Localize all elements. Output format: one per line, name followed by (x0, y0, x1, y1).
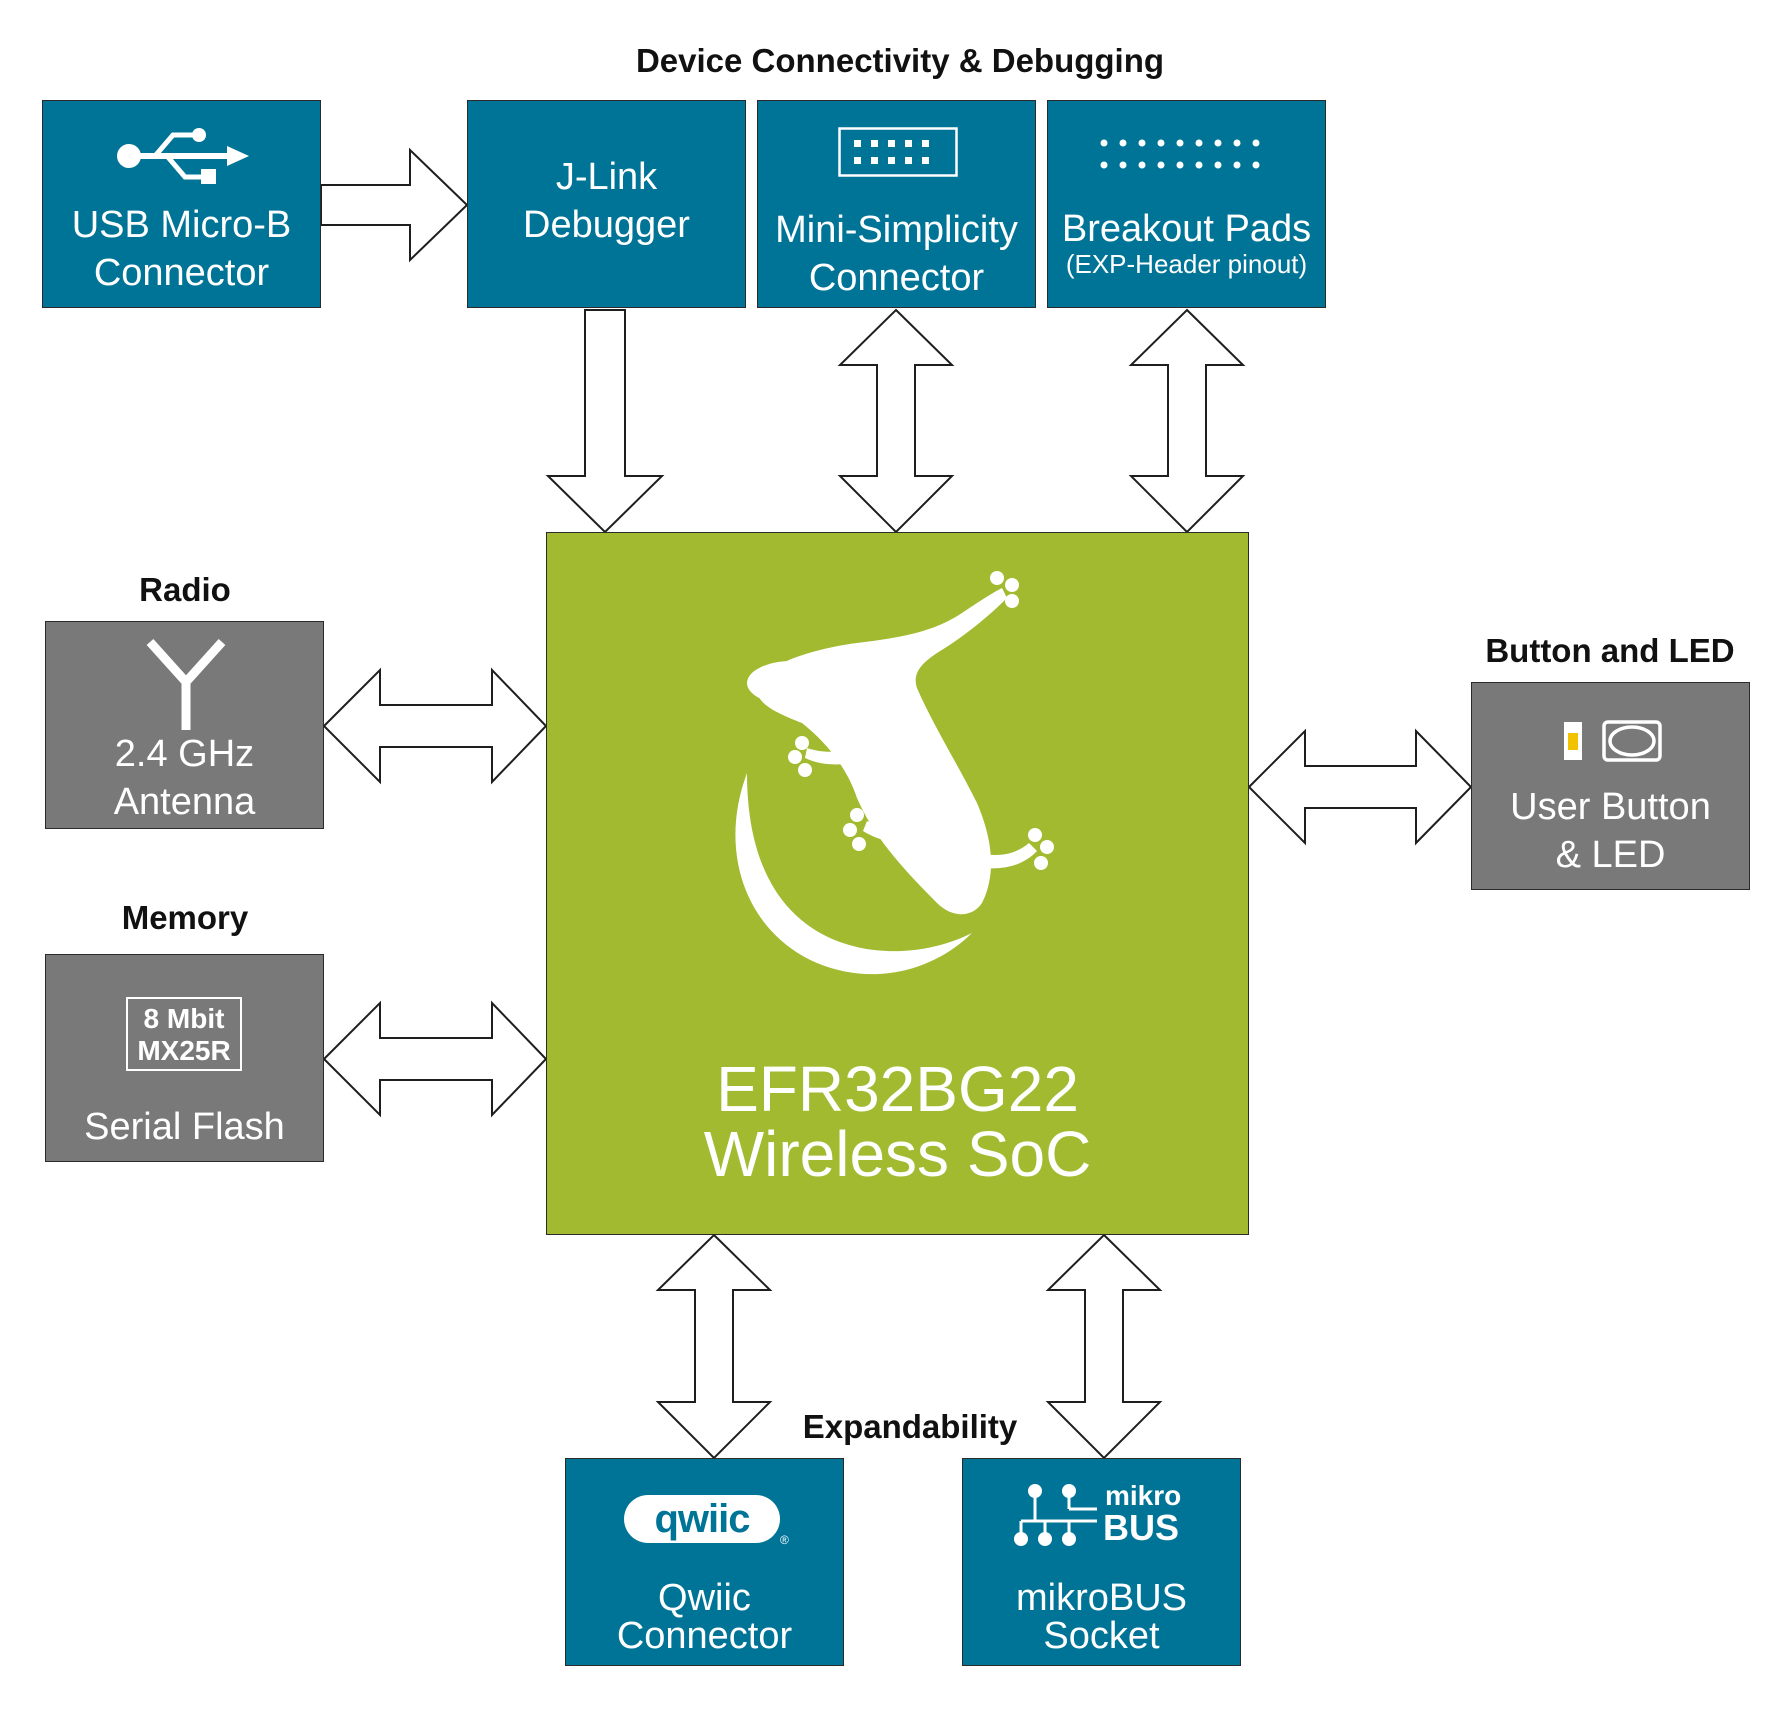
button-led-icon (1564, 720, 1662, 762)
antenna-label-line1: 2.4 GHz (114, 733, 255, 775)
user-button-led-block: User Button & LED (1471, 682, 1750, 890)
flash-label: Serial Flash (84, 1106, 285, 1148)
arrow-antenna-soc (322, 667, 548, 785)
usb-connector-block: USB Micro-B Connector (42, 100, 321, 308)
jlink-label-line2: Debugger (523, 204, 690, 246)
arrow-flash-soc (322, 1000, 548, 1118)
usb-label-line2: Connector (93, 252, 270, 294)
flash-chip-line2: MX25R (137, 1035, 231, 1066)
pin-header-icon (838, 127, 958, 177)
usb-icon (117, 128, 249, 184)
mini-simplicity-label-line1: Mini-Simplicity (775, 209, 1018, 251)
mini-simplicity-label-line2: Connector (808, 257, 985, 299)
mikrobus-label-line2: Socket (1043, 1615, 1160, 1657)
flash-chip-icon: 8 Mbit MX25R (126, 997, 242, 1071)
heading-connectivity: Device Connectivity & Debugging (635, 42, 1165, 79)
arrow-breakout-soc (1128, 308, 1246, 534)
arrow-usb-to-jlink (320, 147, 469, 263)
antenna-label-line2: Antenna (113, 781, 256, 823)
heading-button-led: Button and LED (1485, 632, 1735, 669)
arrow-soc-qwiic (655, 1233, 773, 1460)
heading-memory: Memory (121, 899, 249, 936)
mikrobus-tree-icon (1014, 1484, 1097, 1546)
mikrobus-label-line1: mikroBUS (1015, 1577, 1188, 1619)
qwiic-connector-block: qwiic ® Qwiic Connector (565, 1458, 844, 1666)
mikrobus-socket-block: mikro BUS mikroBUS Socket (962, 1458, 1241, 1666)
usb-label-line1: USB Micro-B (71, 204, 292, 246)
antenna-block: 2.4 GHz Antenna (45, 621, 324, 829)
breakout-label-line2: (EXP-Header pinout) (1065, 249, 1308, 279)
jlink-label-line1: J-Link (555, 156, 658, 198)
qwiic-label-line2: Connector (616, 1615, 793, 1657)
heading-expandability: Expandability (802, 1408, 1018, 1445)
qwiic-registered-icon: ® (780, 1533, 789, 1547)
gecko-logo-icon (735, 571, 1054, 975)
arrow-soc-mikrobus (1045, 1233, 1163, 1460)
mikrobus-logo-line1: mikro (1105, 1480, 1182, 1511)
breakout-pads-icon (1100, 139, 1260, 169)
antenna-icon (146, 638, 226, 730)
qwiic-label-line1: Qwiic (658, 1577, 751, 1619)
flash-chip-line1: 8 Mbit (143, 1003, 225, 1034)
heading-radio: Radio (139, 571, 231, 608)
arrow-jlink-to-soc (545, 309, 665, 534)
qwiic-logo: qwiic (624, 1495, 780, 1543)
breakout-pads-block: Breakout Pads (EXP-Header pinout) (1047, 100, 1326, 308)
soc-label-line2: Wireless SoC (703, 1118, 1092, 1190)
soc-label-line1: EFR32BG22 (716, 1053, 1079, 1125)
arrow-soc-button (1247, 728, 1473, 846)
mini-simplicity-block: Mini-Simplicity Connector (757, 100, 1036, 308)
soc-block: EFR32BG22 Wireless SoC (546, 532, 1249, 1235)
arrow-mini-simplicity-soc (837, 308, 955, 534)
user-button-label-line1: User Button (1510, 786, 1711, 828)
mikrobus-logo-line2: BUS (1103, 1507, 1180, 1548)
user-button-label-line2: & LED (1555, 834, 1666, 876)
breakout-label-line1: Breakout Pads (1061, 208, 1312, 250)
serial-flash-block: 8 Mbit MX25R Serial Flash (45, 954, 324, 1162)
jlink-debugger-block: J-Link Debugger (467, 100, 746, 308)
